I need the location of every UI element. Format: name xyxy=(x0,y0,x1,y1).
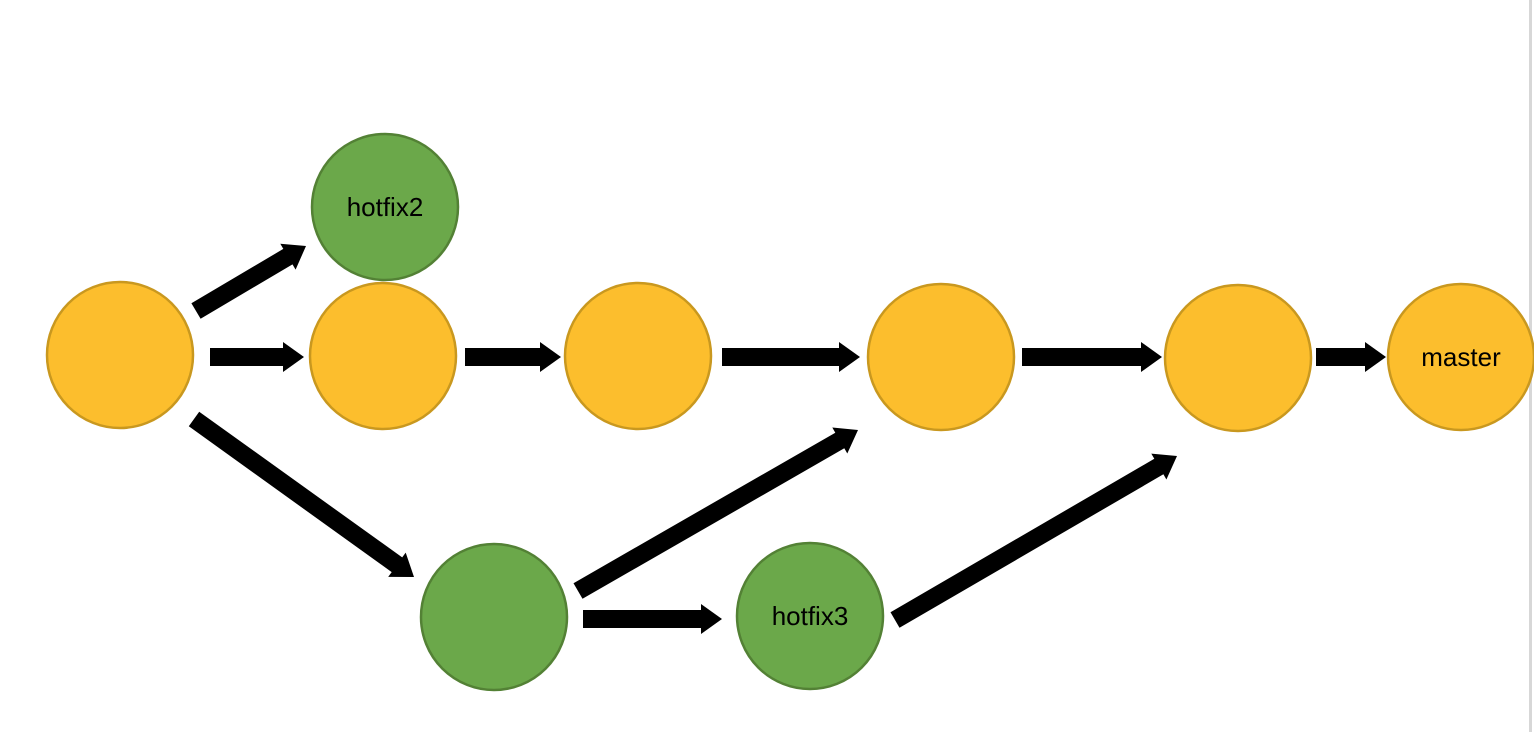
arrow-commit-1-to-hotfix2 xyxy=(191,243,306,319)
node-commit-2 xyxy=(308,281,458,431)
arrow-commit-3-to-commit-4 xyxy=(722,342,860,372)
arrow-branch-commit-1-to-hotfix3 xyxy=(583,604,722,634)
commit-circle xyxy=(308,281,458,431)
node-branch-commit-1 xyxy=(419,542,569,692)
arrow-commit-1-to-commit-2 xyxy=(210,342,304,372)
node-commit-1 xyxy=(45,280,195,430)
node-hotfix2: hotfix2 xyxy=(310,132,460,282)
branch-circle xyxy=(310,132,460,282)
node-master: master xyxy=(1386,282,1534,432)
arrow-branch-commit-1-to-commit-4 xyxy=(573,427,858,599)
node-commit-5 xyxy=(1163,283,1313,433)
node-commit-3 xyxy=(563,281,713,431)
commit-circle xyxy=(1163,283,1313,433)
commit-circle xyxy=(45,280,195,430)
arrow-commit-4-to-commit-5 xyxy=(1022,342,1162,372)
arrow-hotfix3-to-commit-5 xyxy=(890,453,1177,628)
commit-circle xyxy=(563,281,713,431)
branch-circle xyxy=(419,542,569,692)
arrow-commit-5-to-master xyxy=(1316,342,1386,372)
node-label-hotfix2: hotfix2 xyxy=(347,192,424,222)
commit-circle xyxy=(866,282,1016,432)
node-label-master: master xyxy=(1421,342,1501,372)
node-label-hotfix3: hotfix3 xyxy=(772,601,849,631)
branch-circle xyxy=(735,541,885,691)
node-commit-4 xyxy=(866,282,1016,432)
node-hotfix3: hotfix3 xyxy=(735,541,885,691)
arrow-commit-1-to-branch-commit-1 xyxy=(188,411,414,577)
commit-circle xyxy=(1386,282,1534,432)
arrow-commit-2-to-commit-3 xyxy=(465,342,561,372)
